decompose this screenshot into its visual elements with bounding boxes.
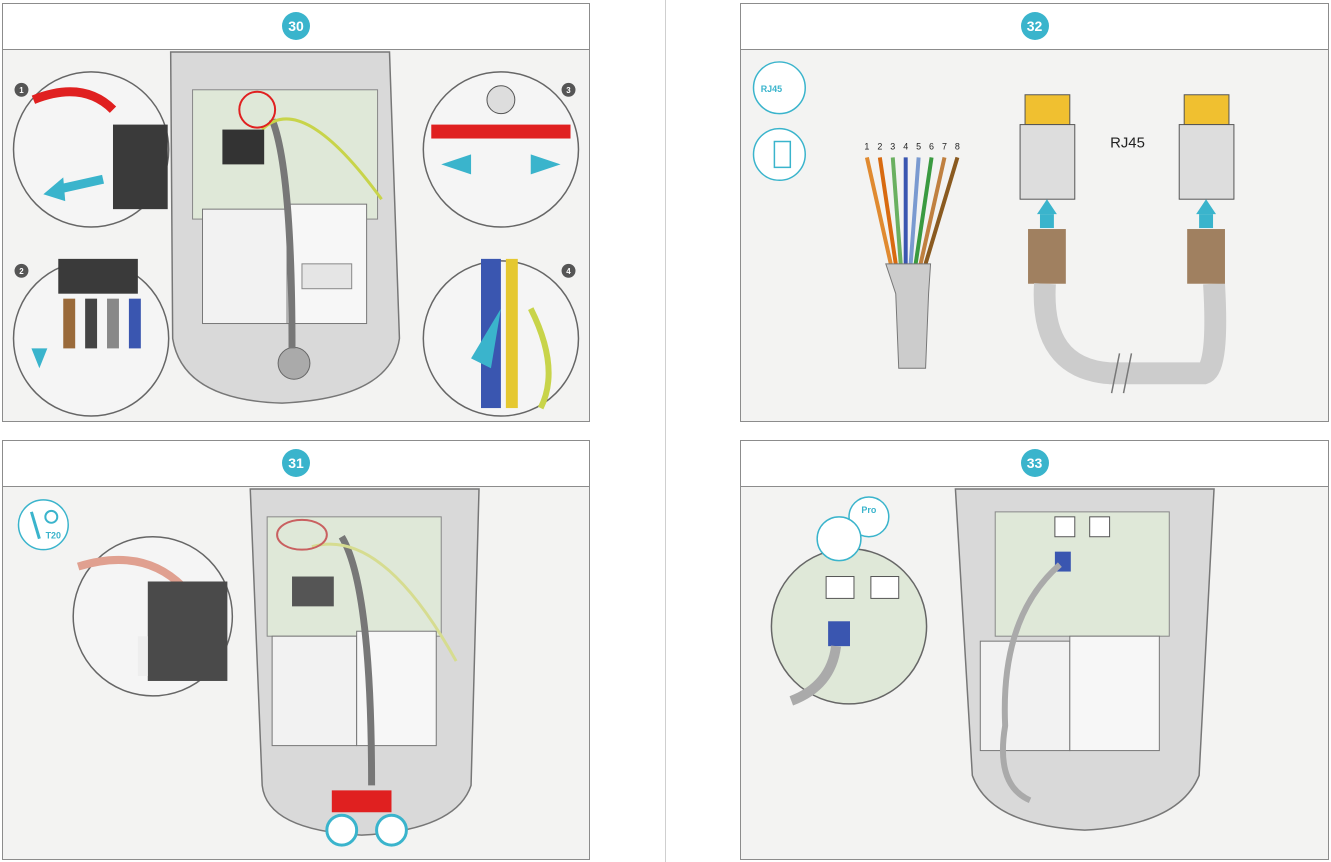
- illustration-step-30: 1 2 3: [3, 50, 589, 421]
- callout-number: 2: [19, 267, 24, 276]
- panel-step-32: 32 RJ45 1 2 3 4 5 6 7 8: [740, 3, 1329, 422]
- callout-2: 2: [12, 258, 170, 417]
- panel-step-31: 31 T20: [2, 440, 590, 860]
- illustration-step-31: T20: [3, 487, 589, 859]
- wire-number: 2: [877, 141, 882, 151]
- callout-number: 3: [566, 86, 571, 95]
- zoom-callout: [770, 516, 928, 706]
- zoom-callout: [72, 535, 234, 697]
- wire-number: 7: [942, 141, 947, 151]
- panel-header: 32: [741, 4, 1328, 50]
- panel-header: 33: [741, 441, 1328, 487]
- panel-header: 31: [3, 441, 589, 487]
- housing-diagram: T20: [17, 488, 480, 847]
- wire-number: 8: [955, 141, 960, 151]
- network-connection-diagram: Pro: [770, 488, 1215, 831]
- step-number-badge: 30: [282, 12, 310, 40]
- tool-label: T20: [46, 531, 61, 541]
- illustration-step-32: RJ45 1 2 3 4 5 6 7 8: [741, 50, 1328, 421]
- callout-3: 3: [422, 71, 580, 228]
- rj45-connector-right: [1178, 94, 1235, 284]
- pro-label: Pro: [861, 505, 876, 515]
- screwdriver-icon: T20: [17, 499, 69, 551]
- rj45-icon: RJ45: [752, 61, 806, 115]
- wire-number: 5: [916, 141, 921, 151]
- wire-numbers: 1 2 3 4 5 6 7 8: [864, 141, 960, 151]
- callout-1: 1: [12, 71, 170, 228]
- rotate-icon: [325, 813, 408, 847]
- wiring-diagram: 1 2 3: [12, 51, 580, 417]
- rj45-connector-left: [1019, 94, 1227, 385]
- step-number-badge: 31: [282, 449, 310, 477]
- step-number-badge: 32: [1020, 12, 1049, 40]
- panel-step-30: 30 1: [2, 3, 590, 422]
- rj45-wiring-diagram: RJ45 1 2 3 4 5 6 7 8: [752, 61, 1235, 394]
- step-number-badge: 33: [1020, 449, 1049, 477]
- illustration-step-33: Pro: [741, 487, 1328, 859]
- page-divider: [665, 0, 666, 862]
- panel-step-33: 33 Pro: [740, 440, 1329, 860]
- wire-number: 1: [864, 141, 869, 151]
- connector-label: RJ45: [1110, 135, 1145, 151]
- icon-label: RJ45: [761, 84, 782, 94]
- wire-number: 6: [929, 141, 934, 151]
- phone-icon: [752, 127, 806, 182]
- wire-number: 4: [903, 141, 908, 151]
- wire-number: 3: [890, 141, 895, 151]
- panel-header: 30: [3, 4, 589, 50]
- callout-4: 4: [422, 258, 580, 417]
- callout-number: 4: [566, 267, 571, 276]
- expert-icon: Pro: [848, 496, 890, 538]
- callout-number: 1: [19, 86, 24, 95]
